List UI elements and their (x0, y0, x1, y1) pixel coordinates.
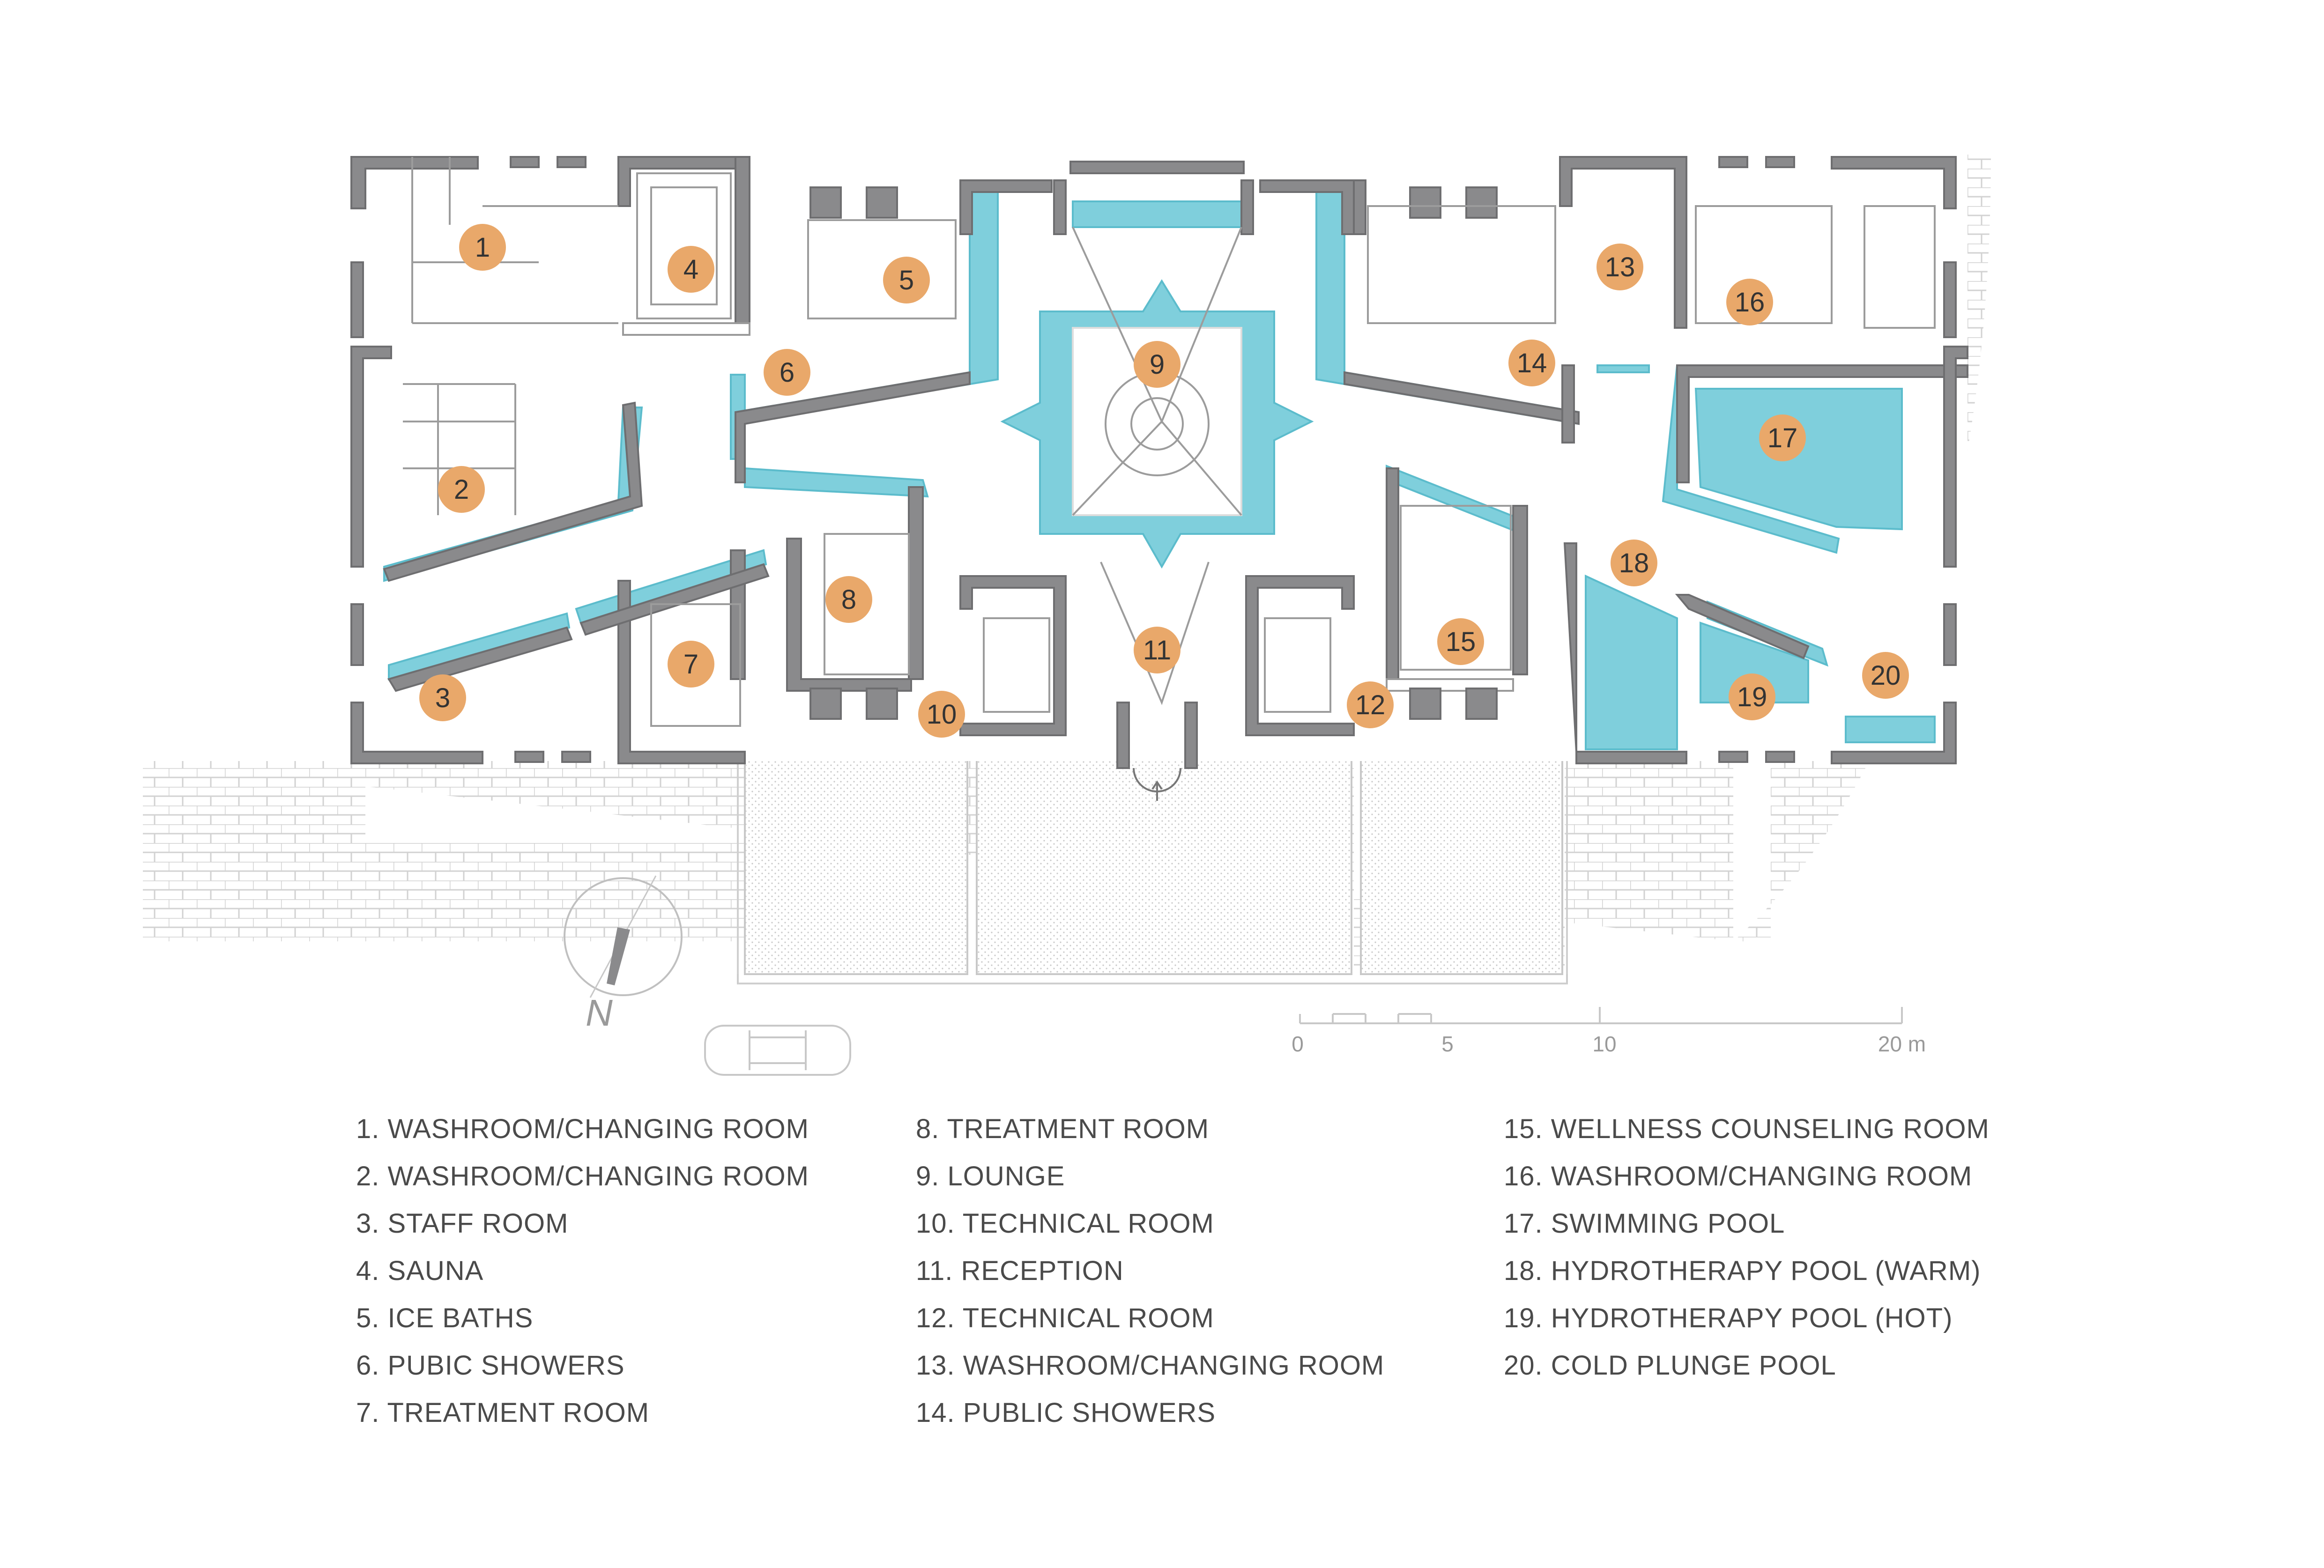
legend-column-2: 8. TREATMENT ROOM 9. LOUNGE 10. TECHNICA… (916, 1105, 1384, 1436)
site-lines (737, 974, 1568, 984)
svg-text:0: 0 (1292, 1032, 1304, 1056)
car-icon (704, 1025, 851, 1076)
legend-item: 6. PUBIC SHOWERS (356, 1350, 625, 1381)
legend-item: 3. STAFF ROOM (356, 1208, 569, 1239)
room-marker-19: 19 (1729, 673, 1775, 720)
hydrotherapy-pool-warm (1585, 574, 1678, 750)
legend-item: 18. HYDROTHERAPY POOL (WARM) (1504, 1256, 1981, 1286)
hydrotherapy-pool-hot (1700, 621, 1809, 703)
svg-text:5: 5 (899, 265, 914, 296)
legend-column-1: 1. WASHROOM/CHANGING ROOM 2. WASHROOM/CH… (356, 1105, 809, 1436)
legend-item: 16. WASHROOM/CHANGING ROOM (1504, 1161, 1973, 1191)
room-marker-16: 16 (1726, 279, 1773, 325)
legend-item: 7. TREATMENT ROOM (356, 1398, 650, 1428)
room-marker-17: 17 (1759, 414, 1806, 461)
svg-text:10: 10 (1592, 1032, 1616, 1056)
svg-text:20 m: 20 m (1878, 1032, 1926, 1056)
legend-item: 9. LOUNGE (916, 1161, 1065, 1191)
svg-text:5: 5 (1441, 1032, 1454, 1056)
room-marker-14: 14 (1508, 340, 1555, 386)
cold-plunge-pool (1845, 716, 1936, 743)
room-marker-1: 1 (459, 224, 506, 271)
legend-item: 20. COLD PLUNGE POOL (1504, 1350, 1836, 1381)
legend-item: 4. SAUNA (356, 1256, 484, 1286)
interior-lines (403, 157, 1936, 727)
svg-text:13: 13 (1605, 252, 1635, 282)
room-marker-2: 2 (438, 466, 485, 513)
svg-text:4: 4 (683, 254, 698, 285)
legend-item: 2. WASHROOM/CHANGING ROOM (356, 1161, 809, 1191)
svg-text:10: 10 (927, 699, 957, 730)
room-marker-4: 4 (668, 246, 714, 293)
svg-text:17: 17 (1767, 423, 1798, 453)
entrance-arrow-icon (1133, 768, 1181, 801)
room-marker-15: 15 (1437, 618, 1484, 665)
room-marker-12: 12 (1347, 681, 1394, 728)
swimming-pool (1694, 388, 1903, 531)
legend-item: 19. HYDROTHERAPY POOL (HOT) (1504, 1303, 1953, 1333)
room-marker-10: 10 (918, 691, 965, 738)
svg-text:3: 3 (435, 683, 450, 713)
legend-item: 13. WASHROOM/CHANGING ROOM (916, 1350, 1385, 1381)
room-marker-9: 9 (1134, 341, 1181, 388)
walls (350, 156, 1968, 769)
svg-text:2: 2 (454, 474, 469, 505)
legend-item: 5. ICE BATHS (356, 1303, 534, 1333)
svg-text:11: 11 (1143, 635, 1171, 666)
legend-item: 10. TECHNICAL ROOM (916, 1208, 1214, 1239)
svg-text:12: 12 (1355, 690, 1386, 720)
north-compass-icon: N (564, 875, 683, 1034)
room-marker-11: 11 (1134, 627, 1181, 673)
legend-item: 17. SWIMMING POOL (1504, 1208, 1785, 1239)
svg-text:18: 18 (1619, 548, 1649, 578)
legend-column-3: 15. WELLNESS COUNSELING ROOM 16. WASHROO… (1504, 1105, 1990, 1389)
legend-item: 1. WASHROOM/CHANGING ROOM (356, 1114, 809, 1144)
room-marker-18: 18 (1611, 540, 1657, 586)
room-marker-20: 20 (1862, 652, 1909, 699)
scale-bar: 0 5 10 20 m (1292, 1007, 1926, 1056)
room-marker-13: 13 (1596, 244, 1643, 290)
legend-item: 11. RECEPTION (916, 1256, 1124, 1286)
svg-text:19: 19 (1737, 682, 1767, 712)
room-marker-5: 5 (883, 257, 930, 303)
room-marker-3: 3 (419, 674, 466, 721)
room-markers: 1 2 3 4 5 6 7 8 9 10 11 12 13 14 15 16 1… (419, 224, 1909, 738)
room-marker-8: 8 (825, 576, 872, 623)
svg-text:16: 16 (1735, 287, 1765, 318)
svg-text:14: 14 (1517, 348, 1547, 378)
svg-text:7: 7 (683, 649, 698, 680)
room-marker-7: 7 (668, 641, 714, 688)
svg-text:6: 6 (780, 357, 794, 388)
svg-text:20: 20 (1871, 660, 1901, 691)
room-marker-6: 6 (764, 349, 810, 396)
legend-item: 15. WELLNESS COUNSELING ROOM (1504, 1114, 1990, 1144)
svg-text:N: N (586, 992, 613, 1034)
legend-item: 12. TECHNICAL ROOM (916, 1303, 1214, 1333)
svg-text:1: 1 (475, 232, 490, 263)
legend-item: 8. TREATMENT ROOM (916, 1114, 1210, 1144)
svg-text:15: 15 (1446, 627, 1476, 657)
svg-text:9: 9 (1150, 349, 1165, 380)
legend-item: 14. PUBLIC SHOWERS (916, 1398, 1216, 1428)
svg-text:8: 8 (841, 584, 856, 615)
